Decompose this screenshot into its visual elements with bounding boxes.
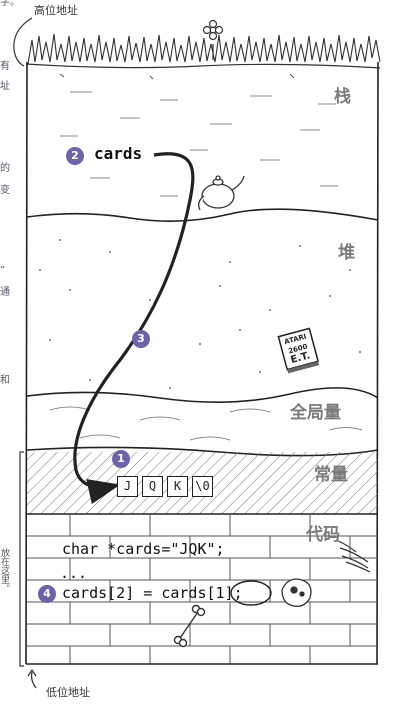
zone-label-code: 代码 [306,525,340,545]
badge-3: 3 [132,330,150,348]
zone-label-stack: 栈 [334,87,351,107]
code-line-1: char *cards="JQK"; [62,540,225,558]
side-note: 放在这里。 [0,548,9,593]
margin-text-7: 和 [0,375,10,386]
margin-text-5: ” [0,265,6,276]
high-address-label: 高位地址 [34,4,78,17]
margin-text-2: 址 [0,81,10,92]
low-address-label: 低位地址 [46,686,90,699]
variable-cards: cards [94,144,143,163]
badge-4: 4 [38,585,56,603]
code-bricks [27,514,378,664]
high-address-pointer [13,17,33,67]
cell-q: Q [142,476,163,497]
margin-text-3: 的 [0,163,10,174]
grass [27,33,381,65]
margin-text-4: 变 [0,185,10,196]
badge-1: 1 [112,450,130,468]
cell-null: \0 [192,476,213,497]
margin-text-1: 有 [0,61,10,72]
code-line-2: ... [60,564,88,582]
flower [202,19,224,60]
cell-j: J [117,476,138,497]
margin-text-top: 字。 [0,0,20,8]
code-line-3: cards[2] = cards[1]; [62,584,243,602]
teapot-doodle [198,175,245,211]
skull-doodle [281,578,312,607]
read-only-bracket [19,451,24,667]
zone-label-globals: 全局量 [290,403,341,423]
highlight-circle [230,580,272,606]
cell-k: K [167,476,188,497]
zone-label-heap: 堆 [338,243,355,263]
et-cartridge-doodle [277,327,320,374]
zone-label-constants: 常量 [314,465,348,485]
margin-text-6: 通 [0,287,10,298]
badge-2: 2 [66,147,84,165]
pointer-arrow [73,152,195,505]
skeleton-hand-doodle [335,539,371,573]
low-address-pointer [30,671,37,689]
bone-doodle [173,604,206,648]
